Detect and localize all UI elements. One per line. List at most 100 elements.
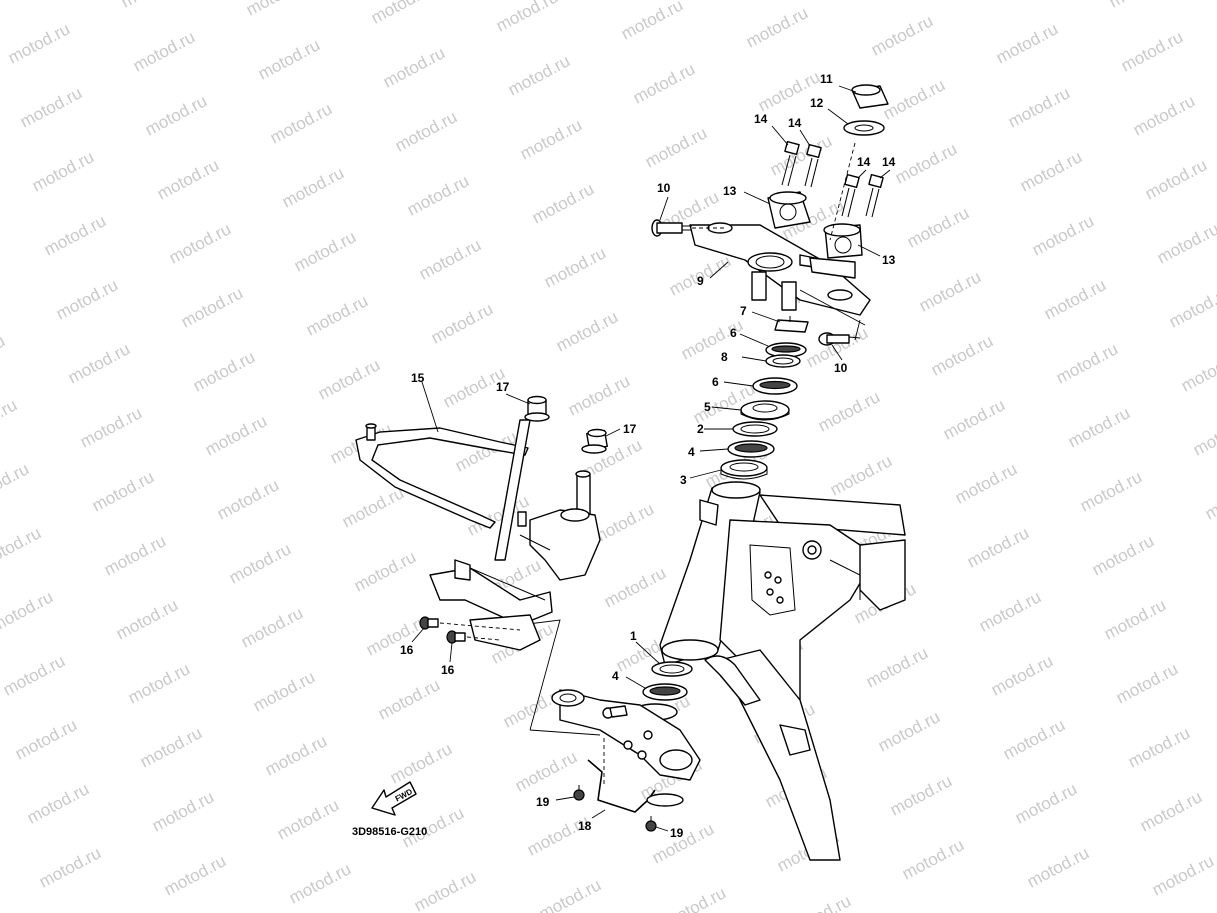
- watermark-text: motod.ru: [815, 387, 883, 435]
- watermark-text: motod.ru: [553, 307, 621, 355]
- bolt-16-b: [446, 630, 466, 644]
- watermark-text: motod.ru: [368, 0, 436, 28]
- assembly-line: [439, 622, 521, 631]
- watermark-text: motod.ru: [981, 0, 1049, 4]
- dust-seal-6a: [765, 342, 807, 358]
- watermark-text: motod.ru: [0, 0, 61, 4]
- diagram-code: 3D98516-G210: [352, 826, 427, 838]
- watermark-text: motod.ru: [887, 771, 955, 819]
- watermark-text: motod.ru: [892, 139, 960, 187]
- callout-8: 8: [721, 350, 728, 364]
- watermark-text: motod.ru: [993, 19, 1061, 67]
- watermark-text: motod.ru: [1017, 147, 1085, 195]
- steering-nut: [851, 84, 889, 109]
- watermark-text: motod.ru: [262, 731, 330, 779]
- washer: [843, 120, 885, 136]
- screw-19-a: [573, 785, 585, 801]
- watermark-text: motod.ru: [77, 403, 145, 451]
- watermark-text: motod.ru: [517, 115, 585, 163]
- callout-9: 9: [697, 274, 704, 288]
- callout-10b: 10: [834, 361, 848, 375]
- watermark-text: motod.ru: [0, 651, 68, 699]
- watermark-text: motod.ru: [1142, 155, 1210, 203]
- watermark-text: motod.ru: [1154, 219, 1217, 267]
- watermark-text: motod.ru: [226, 539, 294, 587]
- watermark-text: motod.ru: [565, 371, 633, 419]
- watermark-text: motod.ru: [661, 883, 729, 913]
- watermark-text: motod.ru: [411, 867, 479, 913]
- watermark-text: motod.ru: [5, 19, 73, 67]
- ball-bearing-4a: [727, 440, 775, 458]
- watermark-text: motod.ru: [952, 459, 1020, 507]
- watermark-text: motod.ru: [880, 75, 948, 123]
- watermark-text: motod.ru: [303, 291, 371, 339]
- watermark-text: motod.ru: [630, 59, 698, 107]
- assembly-line: [829, 142, 856, 241]
- watermark-text: motod.ru: [976, 587, 1044, 635]
- watermark-text: motod.ru: [214, 475, 282, 523]
- assembly-line: [799, 289, 866, 326]
- watermark-text: motod.ru: [493, 0, 561, 36]
- watermark-text: motod.ru: [1178, 347, 1217, 395]
- watermark-text: motod.ru: [1106, 0, 1174, 12]
- watermark-text: motod.ru: [404, 171, 472, 219]
- watermark-text: motod.ru: [1137, 787, 1205, 835]
- watermark-text: motod.ru: [964, 523, 1032, 571]
- callout-7: 7: [740, 304, 747, 318]
- watermark-text: motod.ru: [1101, 595, 1169, 643]
- dust-seal-6b: [752, 377, 798, 395]
- ball-race-3: [720, 459, 768, 480]
- assembly-line: [466, 636, 501, 641]
- watermark-text: motod.ru: [380, 43, 448, 91]
- watermark-text: motod.ru: [512, 747, 580, 795]
- watermark-text: motod.ru: [1149, 851, 1217, 899]
- watermark-text: motod.ru: [166, 219, 234, 267]
- watermark-text: motod.ru: [286, 859, 354, 907]
- watermark-text: motod.ru: [743, 3, 811, 51]
- callout-1: 1: [630, 629, 637, 643]
- bearing-race-5: [740, 400, 790, 421]
- watermark-text: motod.ru: [904, 203, 972, 251]
- watermark-text: motod.ru: [178, 283, 246, 331]
- watermark-text: motod.ru: [1024, 843, 1092, 891]
- watermark-text: motod.ru: [142, 91, 210, 139]
- hose-guide-loop: [646, 793, 684, 807]
- watermark-text: motod.ru: [1000, 715, 1068, 763]
- watermark-text: motod.ru: [29, 147, 97, 195]
- bolt-14-c: [841, 173, 860, 218]
- watermark-text: motod.ru: [899, 835, 967, 883]
- headlight-stay: [355, 419, 601, 651]
- callout-14c: 14: [857, 155, 871, 169]
- callout-14d: 14: [882, 155, 896, 169]
- watermark-text: motod.ru: [863, 643, 931, 691]
- watermark-text: motod.ru: [118, 0, 186, 12]
- watermark-text: motod.ru: [868, 11, 936, 59]
- callout-6b: 6: [712, 375, 719, 389]
- watermark-text: motod.ru: [1113, 659, 1181, 707]
- callout-15: 15: [411, 371, 425, 385]
- watermark-text: motod.ru: [255, 35, 323, 83]
- watermark-text: motod.ru: [137, 723, 205, 771]
- callout-10: 10: [657, 181, 671, 195]
- watermark-text: motod.ru: [267, 99, 335, 147]
- watermark-text: motod.ru: [1166, 283, 1217, 331]
- ball-bearing-4b: [642, 683, 688, 701]
- watermark-text: motod.ru: [1202, 475, 1217, 523]
- bolt-14-b: [804, 143, 822, 188]
- watermark-text: motod.ru: [786, 891, 854, 913]
- watermark-text: motod.ru: [130, 27, 198, 75]
- callout-14b: 14: [788, 116, 802, 130]
- watermark-text: motod.ru: [601, 563, 669, 611]
- watermark-text: motod.ru: [1029, 211, 1097, 259]
- bearing-cover-2: [732, 421, 778, 437]
- collar-17-a: [524, 395, 550, 422]
- watermark-text: motod.ru: [0, 587, 56, 635]
- watermark-text: motod.ru: [536, 875, 604, 913]
- watermark-text: motod.ru: [125, 659, 193, 707]
- watermark-text: motod.ru: [0, 459, 32, 507]
- ring-nut-8: [765, 354, 801, 368]
- watermark-text: motod.ru: [1125, 723, 1193, 771]
- upper-bracket: [689, 222, 871, 316]
- watermark-text: motod.ru: [1077, 467, 1145, 515]
- watermark-text: motod.ru: [875, 707, 943, 755]
